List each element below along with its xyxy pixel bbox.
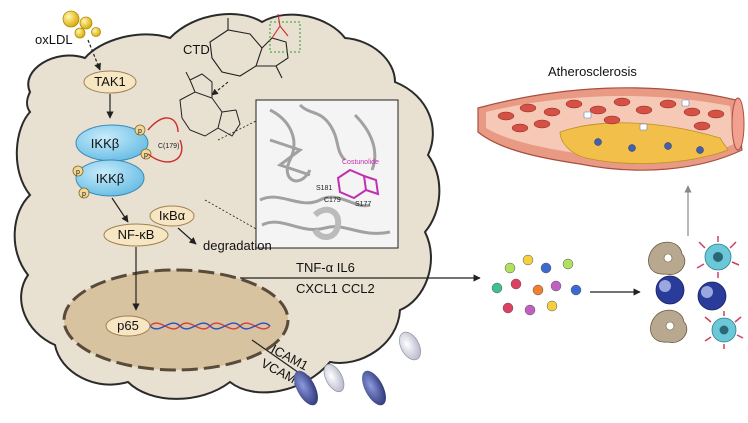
ikba-label: IκBα xyxy=(159,208,186,223)
atherosclerosis-title: Atherosclerosis xyxy=(548,64,637,79)
inset-s181-label: S181 xyxy=(316,185,332,192)
zoom-guide-line xyxy=(204,119,259,231)
protein-structure-inset: Costunolide S181 C179 S177 xyxy=(255,99,399,249)
inset-s177-label: S177 xyxy=(355,201,371,208)
oxldl-particles-icon xyxy=(62,10,101,39)
nfkb-label: NF-κB xyxy=(118,227,155,242)
svg-text:p: p xyxy=(138,128,142,135)
cytokine-dots-icon xyxy=(491,254,582,316)
c179-label: C(179) xyxy=(158,143,179,150)
tak1-label: TAK1 xyxy=(94,74,126,89)
svg-text:p: p xyxy=(144,152,148,159)
tak1-node xyxy=(83,70,137,94)
dendritic-cell-icon xyxy=(704,311,744,349)
inset-c179-label: C179 xyxy=(324,197,341,204)
cytokines-line1: TNF-α IL6 xyxy=(296,260,355,275)
p65-node xyxy=(105,315,151,337)
p65-label: p65 xyxy=(117,318,139,333)
ikkb-label-bottom: IKKβ xyxy=(96,171,124,186)
nfkb-node xyxy=(103,223,169,247)
oxldl-to-tak1-arrow xyxy=(87,39,101,71)
ctd-molecule-icon xyxy=(209,13,289,79)
ctd-label: CTD xyxy=(183,42,210,57)
costunolide-ligand-icon xyxy=(336,168,380,200)
blood-vessel-icon xyxy=(477,87,745,171)
nucleus xyxy=(62,268,290,372)
svg-text:p: p xyxy=(76,169,80,176)
immune-cells-icon xyxy=(648,236,744,349)
ikkb-node-bottom xyxy=(75,159,145,197)
adhesion-receptor-icon xyxy=(294,331,421,406)
dendritic-cell-icon xyxy=(696,236,740,278)
ctd-to-ikk-arrow xyxy=(211,81,229,96)
ikk-to-ikba-arrow xyxy=(111,197,129,223)
ikba-to-degradation-arrow xyxy=(177,227,197,245)
ikba-node xyxy=(149,205,195,227)
inset-costunolide-label: Costunolide xyxy=(342,159,379,166)
oxldl-label: oxLDL xyxy=(35,32,73,47)
degradation-label: degradation xyxy=(203,238,272,253)
ctd-highlight-box xyxy=(269,21,301,53)
dna-helix-icon xyxy=(149,322,271,330)
cys179-binding-arc xyxy=(147,117,183,163)
ikkb-label-top: IKKβ xyxy=(91,136,119,151)
cytokines-line2: CXCL1 CCL2 xyxy=(296,281,375,296)
bound-ctd-molecule-icon xyxy=(179,71,241,137)
phosphate-icon: p p p p xyxy=(72,124,152,199)
svg-text:p: p xyxy=(82,191,86,198)
